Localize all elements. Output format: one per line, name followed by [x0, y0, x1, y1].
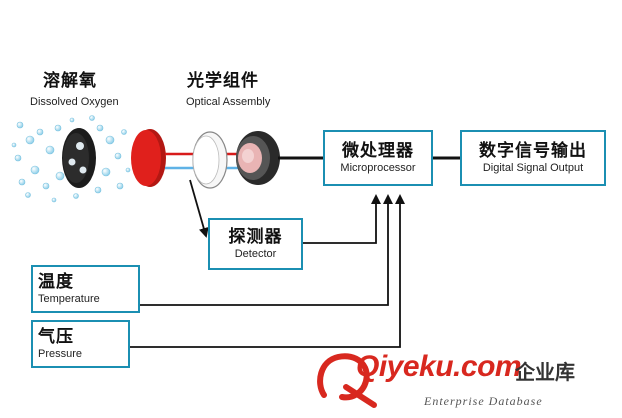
- watermark-brand-cn: 企业库: [515, 362, 575, 384]
- detector-box: 探测器 Detector: [208, 218, 303, 270]
- detector-signal-arrow: [303, 194, 381, 244]
- sensor-cap-icon: [62, 128, 96, 188]
- optical-assembly-en-label: Optical Assembly: [186, 96, 271, 108]
- detector-en-label: Detector: [234, 248, 277, 260]
- glass-lens-icon: [192, 131, 228, 189]
- temperature-en-label: Temperature: [38, 293, 100, 305]
- dissolved-oxygen-en-label: Dissolved Oxygen: [30, 96, 119, 108]
- temperature-box: 温度 Temperature: [31, 265, 140, 313]
- pressure-box: 气压 Pressure: [31, 320, 130, 368]
- red-membrane-icon: [131, 129, 166, 187]
- watermark-brand: Qiyeku.com: [356, 350, 522, 383]
- microprocessor-box: 微处理器 Microprocessor: [323, 130, 433, 186]
- microprocessor-en-label: Microprocessor: [340, 162, 416, 174]
- digital-output-box: 数字信号输出 Digital Signal Output: [460, 130, 606, 186]
- temperature-signal-arrow: [140, 194, 393, 306]
- dissolved-oxygen-cn-label: 溶解氧: [43, 71, 97, 90]
- to-detector-arrow: [189, 179, 209, 238]
- detector-cn-label: 探测器: [228, 227, 283, 246]
- optical-housing-icon: [236, 131, 280, 185]
- optical-assembly-cn-label: 光学组件: [187, 71, 259, 90]
- digital-output-en-label: Digital Signal Output: [482, 162, 584, 174]
- oxygen-bubbles: [11, 115, 131, 203]
- pressure-cn-label: 气压: [38, 327, 74, 346]
- watermark-tagline: Enterprise Database: [424, 394, 543, 408]
- pressure-en-label: Pressure: [38, 348, 83, 360]
- qiyeku-logo-icon: [317, 353, 377, 408]
- temperature-cn-label: 温度: [38, 272, 74, 291]
- pressure-signal-arrow: [130, 194, 405, 348]
- digital-output-cn-label: 数字信号输出: [479, 141, 587, 160]
- microprocessor-cn-label: 微处理器: [342, 141, 414, 160]
